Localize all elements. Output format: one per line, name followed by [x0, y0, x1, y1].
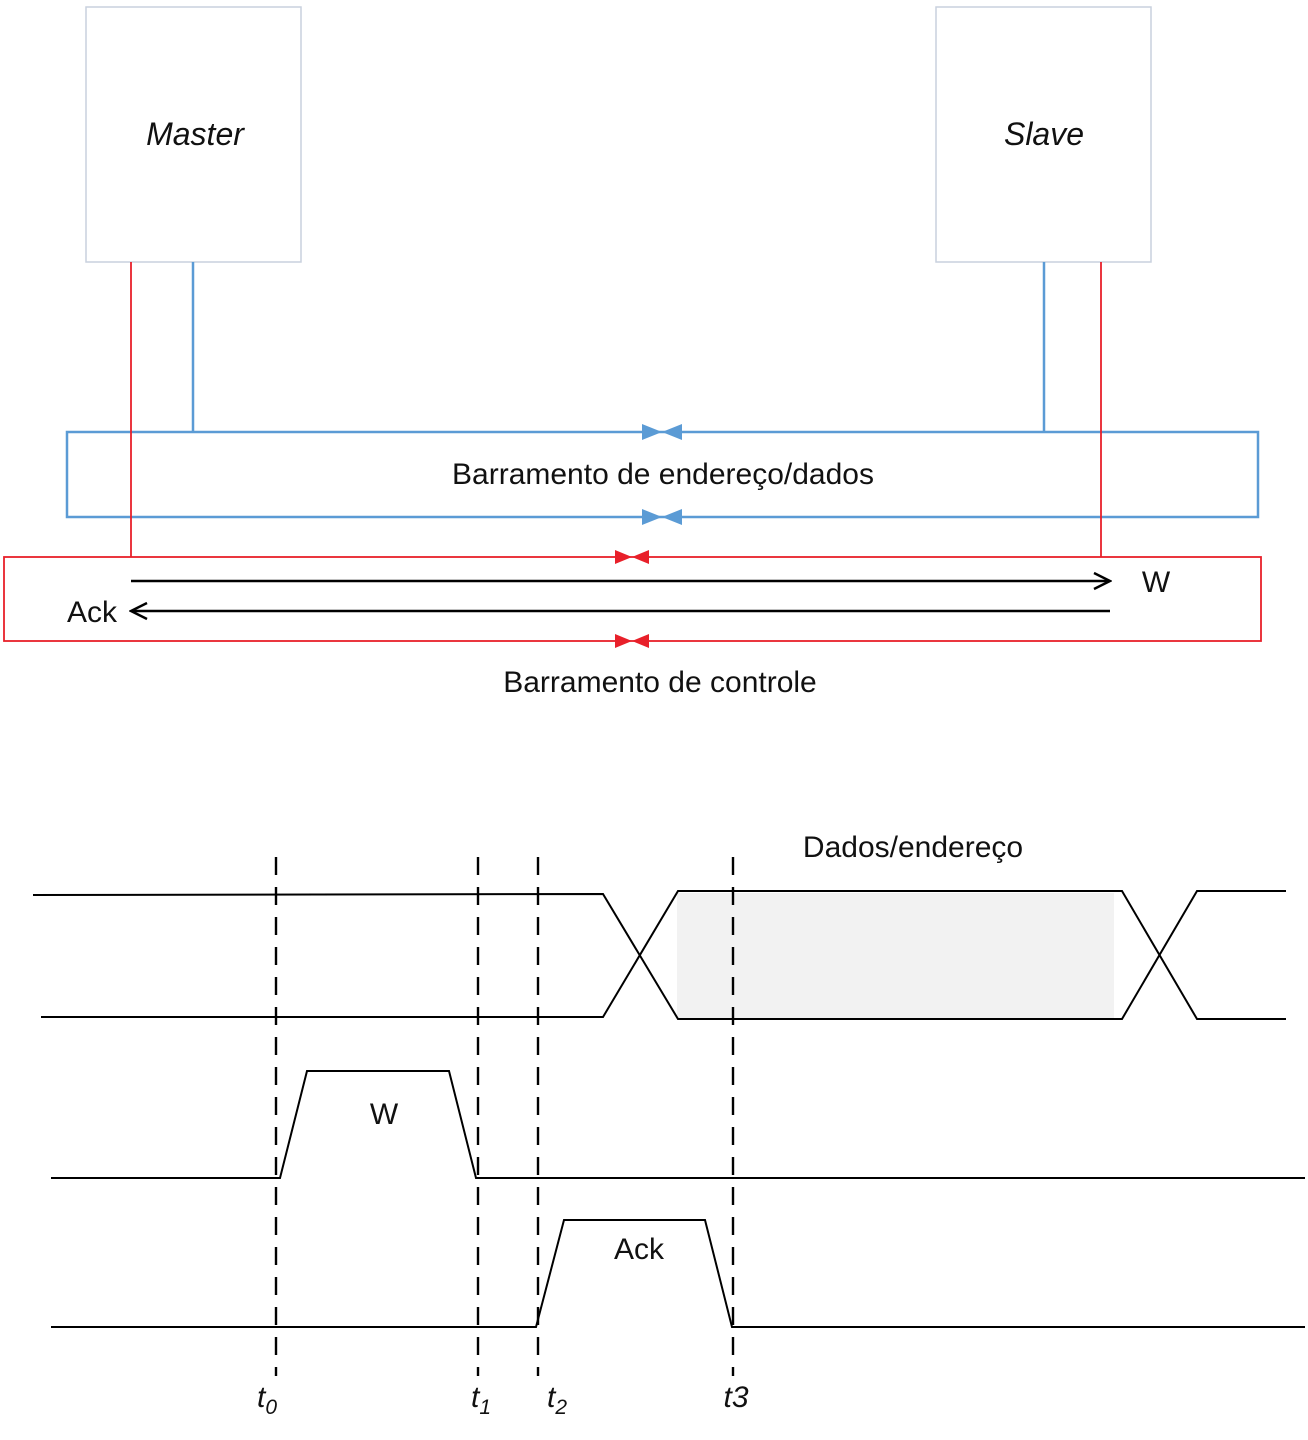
address-data-bus: Barramento de endereço/dados	[65, 262, 1260, 525]
w-pulse-trace	[51, 1070, 1305, 1179]
data-valid-region	[677, 893, 1114, 1019]
control-bus: W Ack Barramento de controle	[3, 262, 1262, 699]
control-bus-label: Barramento de controle	[503, 666, 817, 699]
address-data-bus-label: Barramento de endereço/dados	[452, 458, 874, 491]
t1-label: t1	[471, 1381, 491, 1419]
data-address-bus-label: Dados/endereço	[803, 831, 1023, 864]
slave-block: Slave	[935, 6, 1152, 263]
ack-pulse-label: Ack	[614, 1233, 665, 1266]
timing-diagram: Dados/endereço W Ack t0 t1 t2 t3	[32, 831, 1305, 1419]
ack-pulse-waveform: Ack	[51, 1219, 1305, 1328]
master-box	[85, 6, 302, 263]
slave-box	[935, 6, 1152, 263]
control-bus-box	[3, 556, 1262, 642]
bus-lower-trace	[41, 890, 1286, 1020]
ack-pulse-trace	[51, 1219, 1305, 1328]
ack-signal-label: Ack	[67, 596, 118, 629]
t3-label: t3	[723, 1381, 748, 1414]
address-data-bus-top-bowtie	[642, 424, 682, 440]
master-block: Master	[85, 6, 302, 263]
control-bus-bottom-bowtie	[615, 634, 649, 648]
address-data-bus-bottom-bowtie	[642, 509, 682, 525]
w-pulse-label: W	[370, 1098, 399, 1131]
time-markers: t0 t1 t2 t3	[257, 857, 749, 1419]
w-pulse-waveform: W	[51, 1070, 1305, 1179]
w-signal-label: W	[1142, 566, 1171, 599]
control-bus-top-bowtie	[615, 550, 649, 564]
bus-upper-trace	[32, 890, 1286, 1020]
t0-label: t0	[257, 1381, 277, 1419]
slave-label: Slave	[1004, 116, 1084, 152]
data-address-waveform: Dados/endereço	[32, 831, 1286, 1020]
master-label: Master	[146, 116, 245, 152]
t2-label: t2	[547, 1381, 567, 1419]
block-diagram: Master Slave Barramento de endereço/dado…	[3, 6, 1262, 699]
